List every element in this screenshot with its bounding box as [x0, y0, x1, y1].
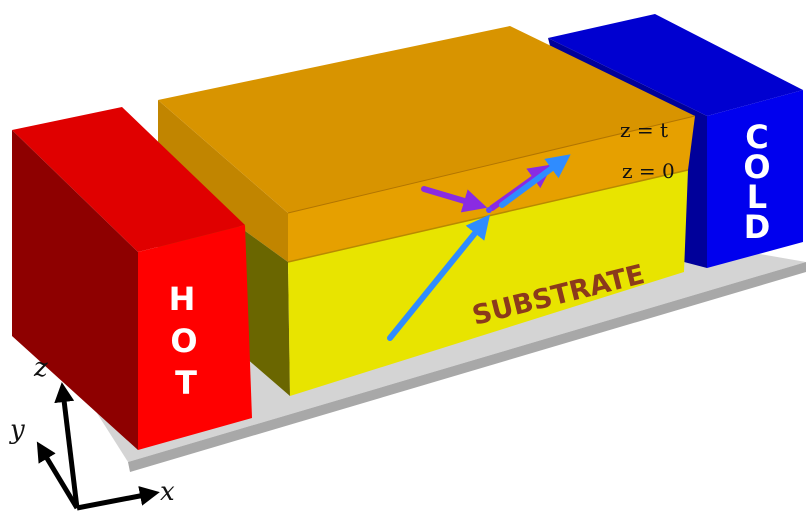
film-front-face	[288, 116, 695, 262]
cold-letter-c: C	[745, 118, 768, 156]
cold-letter-l: L	[747, 178, 767, 216]
z-axis-label: z	[33, 353, 48, 383]
z-axis	[54, 382, 80, 509]
film-left-face	[158, 100, 288, 262]
y-axis	[36, 441, 80, 510]
incoming-film-ray	[421, 186, 488, 213]
hot-letter-t: T	[175, 364, 197, 402]
x-axis-label: x	[160, 477, 175, 507]
y-axis-label: y	[9, 415, 25, 445]
cold-letter-o: O	[743, 148, 770, 186]
ray-origin	[486, 207, 492, 213]
incident-ray	[387, 214, 491, 341]
x-axis	[76, 486, 160, 511]
film-top-face	[158, 26, 695, 213]
interface-bottom-label: z = 0	[622, 159, 675, 183]
rays	[387, 154, 571, 341]
hot-block: H O T	[12, 107, 252, 450]
hot-letter-h: H	[169, 280, 196, 318]
cold-letter-d: D	[744, 208, 771, 246]
hot-letter-o: O	[170, 322, 197, 360]
transmitted-ray	[499, 154, 571, 208]
interface-top-label: z = t	[620, 118, 668, 142]
axes: z y x	[9, 353, 175, 511]
